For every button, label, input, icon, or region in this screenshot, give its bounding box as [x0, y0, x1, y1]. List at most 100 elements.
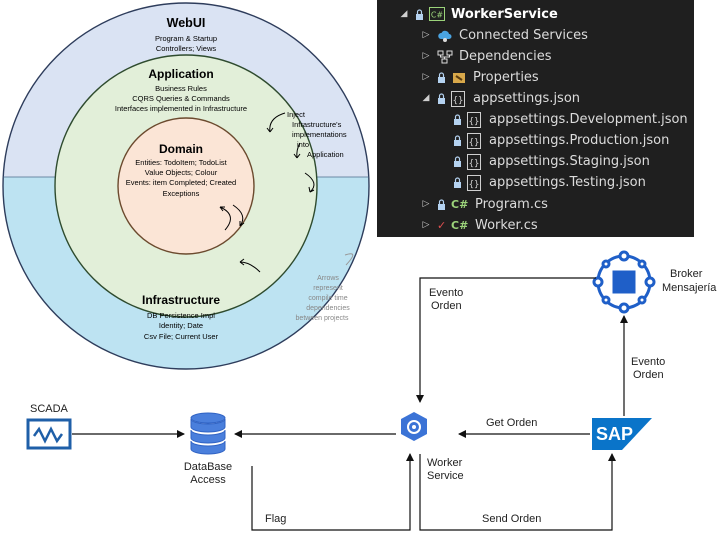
dependencies-icon — [437, 49, 453, 65]
svg-text:represent: represent — [313, 285, 343, 292]
tree-item-project[interactable]: ◢ C# WorkerService — [399, 4, 558, 25]
application-line-1: Business Rules — [155, 84, 207, 93]
lock-icon — [437, 93, 447, 104]
tree-item-label: appsettings.Development.json — [489, 112, 688, 127]
tree-item-appsettings-staging[interactable]: {} appsettings.Staging.json — [453, 151, 650, 172]
domain-line-2: Value Objects; Colour — [145, 168, 218, 177]
svg-text:{}: {} — [469, 138, 480, 148]
lock-icon — [415, 9, 425, 20]
domain-line-3: Events: item Completed; Created — [126, 178, 236, 187]
infrastructure-line-1: DB Persistence Impl — [147, 311, 215, 320]
tree-item-label: Connected Services — [459, 28, 588, 43]
tree-item-label: appsettings.Production.json — [489, 133, 670, 148]
curved-arrow-icon — [304, 172, 315, 193]
broker-to-worker-arrow — [416, 277, 596, 403]
json-file-icon: {} — [451, 90, 467, 107]
json-file-icon: {} — [467, 111, 483, 128]
database-label-1: DataBase — [184, 461, 232, 473]
tree-item-appsettings[interactable]: ◢ {} appsettings.json — [421, 88, 580, 109]
evento-orden-right-2: Orden — [633, 369, 664, 381]
evento-orden-right-1: Evento — [631, 356, 665, 368]
sap-label: SAP — [596, 424, 633, 444]
svg-text:{}: {} — [469, 180, 480, 190]
json-file-icon: {} — [467, 174, 483, 191]
properties-wrench-icon — [451, 70, 467, 86]
tree-item-label: Properties — [473, 70, 539, 85]
chevron-right-icon[interactable]: ▷ — [422, 220, 430, 230]
curved-arrow-icon — [344, 253, 354, 266]
infrastructure-line-3: Csv File; Current User — [144, 332, 219, 341]
flag-label: Flag — [265, 513, 286, 525]
svg-text:Arrows: Arrows — [317, 275, 339, 282]
application-line-3: Interfaces implemented in Infrastructure — [115, 104, 247, 113]
tree-item-properties[interactable]: ▷ Properties — [421, 67, 539, 88]
svg-text:{}: {} — [453, 96, 464, 106]
solution-explorer: ◢ C# WorkerService ▷ Connected Services … — [377, 0, 694, 237]
svg-text:dependencies: dependencies — [306, 305, 350, 312]
svg-text:{}: {} — [469, 117, 480, 127]
flow-connectors — [72, 277, 628, 531]
chevron-right-icon[interactable]: ▷ — [422, 30, 430, 40]
chevron-right-icon[interactable]: ▷ — [422, 51, 430, 61]
tree-item-label: appsettings.json — [473, 91, 581, 106]
tree-item-appsettings-testing[interactable]: {} appsettings.Testing.json — [453, 172, 646, 193]
svg-text:Inject: Inject — [287, 110, 306, 119]
chevron-down-icon[interactable]: ◢ — [422, 93, 430, 103]
tree-item-worker-cs[interactable]: ▷ ✓ C# Worker.cs — [421, 215, 538, 236]
infrastructure-title: Infrastructure — [142, 293, 220, 307]
chevron-right-icon[interactable]: ▷ — [422, 72, 430, 82]
project-name: WorkerService — [451, 7, 558, 22]
flag-arrow — [251, 453, 414, 531]
database-icon — [190, 412, 226, 455]
csharp-project-icon: C# — [429, 6, 445, 23]
integration-flow-diagram: SCADA DataBase Access Worker Service SAP — [26, 250, 717, 531]
svg-text:implementations: implementations — [292, 130, 347, 139]
tree-item-program-cs[interactable]: ▷ C# Program.cs — [421, 194, 548, 215]
tree-item-connected-services[interactable]: ▷ Connected Services — [421, 25, 588, 46]
broker-node: Broker Mensajería — [592, 250, 717, 314]
evento-orden-left-1: Evento — [429, 287, 463, 299]
chevron-right-icon[interactable]: ▷ — [422, 199, 430, 209]
webui-line-2: Controllers; Views — [156, 44, 217, 53]
broker-label-1: Broker — [670, 268, 703, 280]
svg-text:{}: {} — [469, 159, 480, 169]
worker-service-node: Worker Service — [401, 412, 464, 482]
scada-label: SCADA — [30, 403, 69, 415]
svg-text:into: into — [297, 140, 309, 149]
tree-item-label: appsettings.Testing.json — [489, 175, 646, 190]
sap-logo-icon — [592, 418, 652, 450]
send-orden-label: Send Orden — [482, 513, 541, 525]
json-file-icon: {} — [467, 132, 483, 149]
scada-node: SCADA — [26, 403, 72, 450]
lock-icon — [453, 135, 463, 146]
connected-services-icon — [437, 28, 453, 44]
tree-item-appsettings-production[interactable]: {} appsettings.Production.json — [453, 130, 669, 151]
webui-line-1: Program & Startup — [155, 34, 217, 43]
curved-arrow-icon — [219, 206, 231, 231]
curved-arrow-icon — [232, 204, 244, 227]
lock-icon — [453, 177, 463, 188]
webui-title: WebUI — [167, 16, 206, 30]
csharp-file-icon: C# — [451, 197, 469, 211]
message-broker-icon — [592, 250, 656, 314]
tree-item-label: Program.cs — [475, 197, 548, 212]
svg-text:Application: Application — [307, 150, 344, 159]
tree-item-appsettings-development[interactable]: {} appsettings.Development.json — [453, 109, 688, 130]
curved-arrow-icon — [269, 112, 286, 133]
csharp-file-icon: C# — [451, 218, 469, 232]
inject-note: Inject Infrastructure's implementations … — [287, 110, 347, 159]
get-orden-label: Get Orden — [486, 417, 537, 429]
infrastructure-line-2: Identity; Date — [159, 321, 203, 330]
kubernetes-worker-icon — [401, 412, 427, 441]
broker-label-2: Mensajería — [662, 282, 717, 294]
domain-line-1: Entities: TodoItem; TodoList — [135, 158, 227, 167]
tree-item-dependencies[interactable]: ▷ Dependencies — [421, 46, 552, 67]
tree-item-label: Worker.cs — [475, 218, 538, 233]
chevron-down-icon[interactable]: ◢ — [400, 9, 408, 19]
curved-arrow-icon — [296, 142, 301, 159]
svg-text:compile time: compile time — [308, 295, 347, 302]
worker-label-2: Service — [427, 470, 464, 482]
json-file-icon: {} — [467, 153, 483, 170]
worker-label-1: Worker — [427, 457, 463, 469]
onion-architecture-diagram: WebUI Program & Startup Controllers; Vie… — [2, 2, 370, 370]
